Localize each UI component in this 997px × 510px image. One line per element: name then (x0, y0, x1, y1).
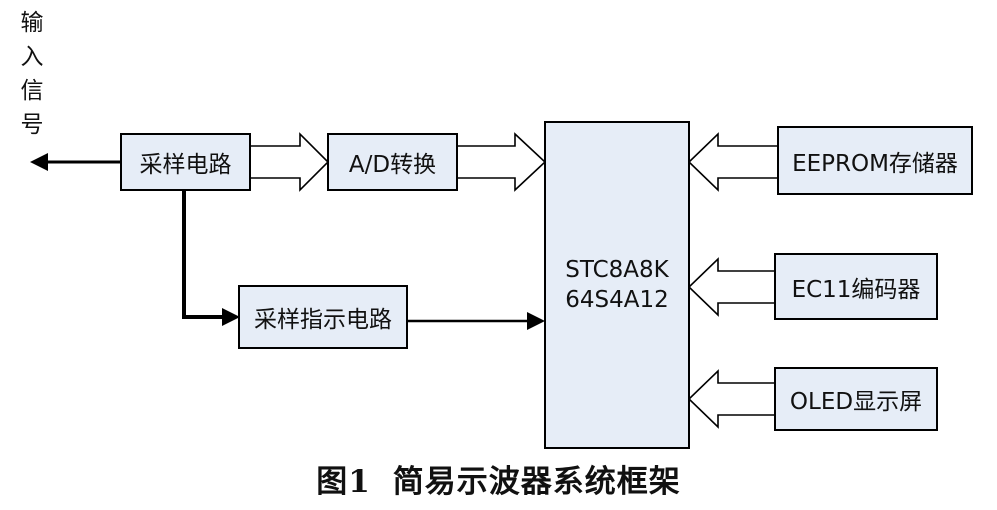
input-signal-char: 输 (20, 10, 44, 36)
oled-to-mcu-arrow (687, 369, 776, 429)
figure-title: 简易示波器系统框架 (392, 464, 681, 500)
eeprom-to-mcu-arrow (687, 132, 779, 192)
figure-number: 图1 (316, 464, 371, 500)
indicator-to-mcu-arrow (407, 312, 545, 330)
mcu-label-line2: 64S4A12 (565, 287, 669, 313)
sampling-circuit-block: 采样电路 (120, 133, 251, 191)
sampling-indicator-block: 采样指示电路 (238, 285, 408, 349)
oled-block: OLED显示屏 (774, 367, 938, 431)
sampling-to-ad-arrow (249, 132, 330, 192)
ad-to-mcu-arrow (456, 132, 547, 192)
sampling-to-indicator-arrow (182, 190, 240, 326)
encoder-block: EC11编码器 (774, 253, 938, 320)
input-signal-char: 入 (20, 44, 44, 70)
eeprom-block: EEPROM存储器 (777, 126, 973, 195)
ad-converter-block: A/D转换 (327, 133, 458, 191)
input-signal-label: 输 入 信 号 (12, 6, 52, 142)
mcu-block: STC8A8K 64S4A12 (544, 121, 690, 449)
mcu-label-line1: STC8A8K (565, 257, 669, 283)
encoder-to-mcu-arrow (687, 257, 776, 317)
input-signal-char: 号 (20, 112, 44, 138)
figure-caption: 图1 简易示波器系统框架 (0, 456, 997, 501)
input-signal-char: 信 (20, 78, 44, 104)
input-signal-arrow (30, 153, 122, 171)
